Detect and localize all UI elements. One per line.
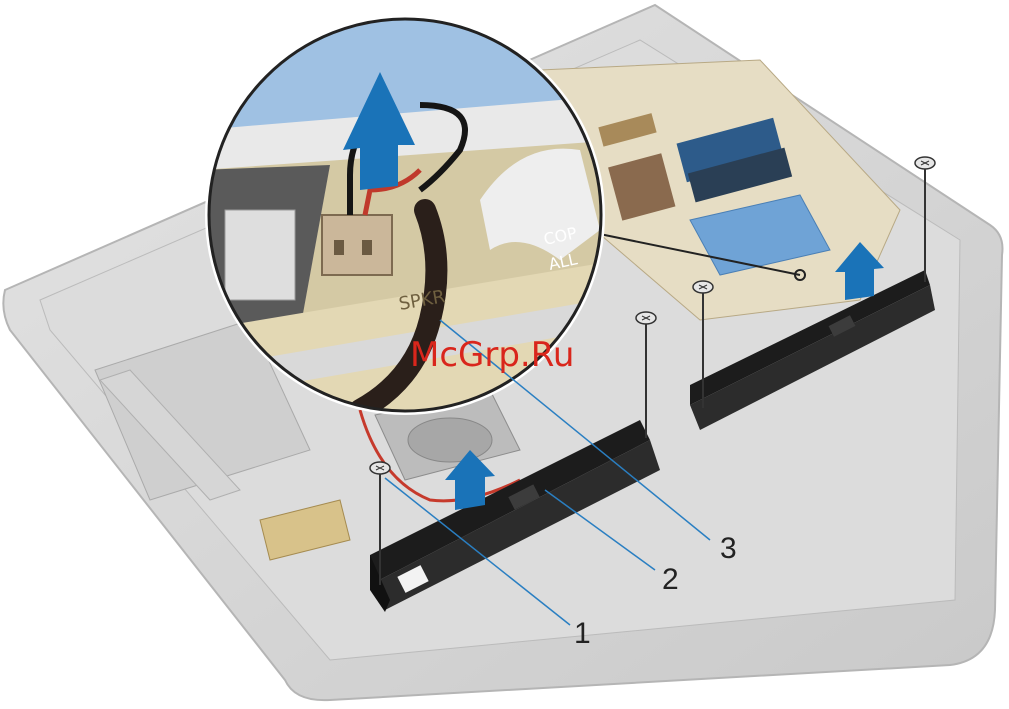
watermark-text: McGrp.Ru xyxy=(410,335,574,375)
callout-1: 1 xyxy=(574,619,591,649)
callout-2: 2 xyxy=(662,565,679,595)
callout-3: 3 xyxy=(720,534,737,564)
